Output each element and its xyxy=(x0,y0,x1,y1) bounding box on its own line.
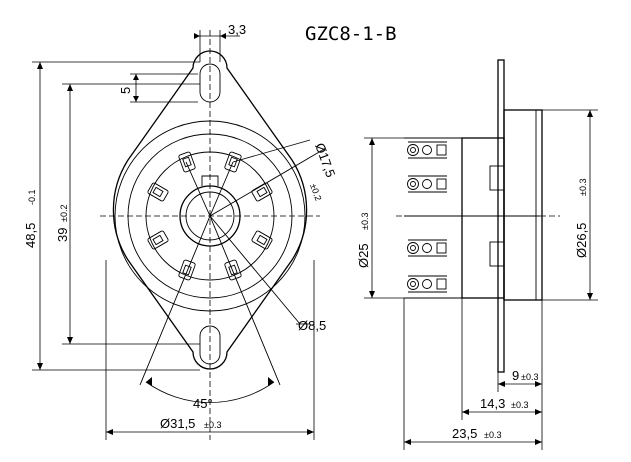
dim-depth-a-tol: ±0.3 xyxy=(521,372,538,382)
dim-depth-a: 9 xyxy=(512,368,519,383)
dim-pin-circle-tol: ±0.2 xyxy=(308,182,323,202)
dim-body-diameter-tol: ±0.3 xyxy=(360,213,370,230)
side-main-body xyxy=(461,137,505,299)
front-view: 3,3 5 48,5 -0.1 39 ±0.2 Ø17,5 ±0.2 Ø8,5 … xyxy=(23,22,338,440)
dim-overall-height-tol: -0.1 xyxy=(27,189,37,205)
drawing-title: GZC8-1-B xyxy=(305,23,397,45)
dim-top-diameter: Ø26,5 xyxy=(574,223,589,258)
dim-mount-spacing: 39 xyxy=(55,228,70,242)
dim-pin-circle: Ø17,5 xyxy=(312,141,338,179)
dim-depth-total: 23,5 xyxy=(452,426,477,441)
dim-top-diameter-tol: ±0.3 xyxy=(578,179,588,196)
dim-flange-diameter: Ø31,5 xyxy=(160,416,195,431)
dim-overall-height: 48,5 xyxy=(23,223,38,248)
dim-depth-b-tol: ±0.3 xyxy=(511,400,528,410)
side-contacts xyxy=(407,141,448,293)
side-view: Ø25 ±0.3 Ø26,5 ±0.3 9 ±0.3 14,3 ±0.3 23,… xyxy=(356,59,598,450)
dim-pin-angle: 45° xyxy=(193,396,213,411)
dim-slot-height: 5 xyxy=(118,87,133,94)
dim-depth-b: 14,3 xyxy=(480,396,505,411)
dim-depth-total-tol: ±0.3 xyxy=(484,430,501,440)
dim-flange-diameter-tol: ±0.3 xyxy=(204,420,221,430)
dim-mount-spacing-tol: ±0.2 xyxy=(59,205,69,222)
dim-width-top: 3,3 xyxy=(228,22,246,37)
dim-body-diameter: Ø25 xyxy=(356,243,371,268)
dim-center-hole: Ø8,5 xyxy=(298,318,326,333)
